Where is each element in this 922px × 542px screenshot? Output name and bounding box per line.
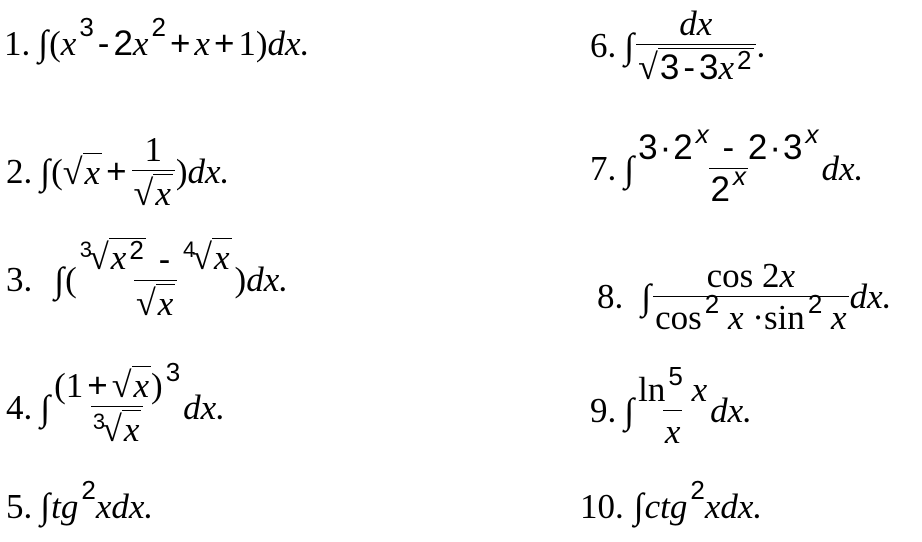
square-root: √x xyxy=(62,152,103,192)
integral-sign: ∫ xyxy=(40,387,51,428)
problem-4: 4. ∫ (1+√x)3 3√x dx. xyxy=(6,357,225,449)
problem-number: 5. xyxy=(6,486,33,526)
integral-sign: ∫ xyxy=(624,390,635,431)
fraction: (1+√x)3 3√x xyxy=(54,357,181,449)
integral-sign: ∫ xyxy=(54,259,65,300)
problem-number: 4. xyxy=(6,388,33,427)
problem-number: 1. xyxy=(4,23,31,63)
problem-number: 7. xyxy=(590,149,617,188)
integral-sign: ∫ xyxy=(641,276,652,317)
integral-sign: ∫ xyxy=(624,148,635,189)
problem-number: 8. xyxy=(597,277,624,316)
problem-number: 9. xyxy=(590,391,617,430)
problem-number: 6. xyxy=(590,26,617,65)
problem-number: 2. xyxy=(6,152,33,191)
problem-number: 10. xyxy=(580,486,624,526)
problem-2: 2. ∫ ( √x + 1 √x ) dx. xyxy=(6,130,230,213)
integral-sign: ∫ xyxy=(624,25,635,66)
integral-sign: ∫ xyxy=(38,23,49,63)
integral-sign: ∫ xyxy=(40,151,51,192)
fraction: 1 √x xyxy=(131,132,175,211)
integral-sign: ∫ xyxy=(40,486,51,526)
integral-sign: ∫ xyxy=(633,486,644,526)
problem-number: 3. xyxy=(6,260,33,299)
